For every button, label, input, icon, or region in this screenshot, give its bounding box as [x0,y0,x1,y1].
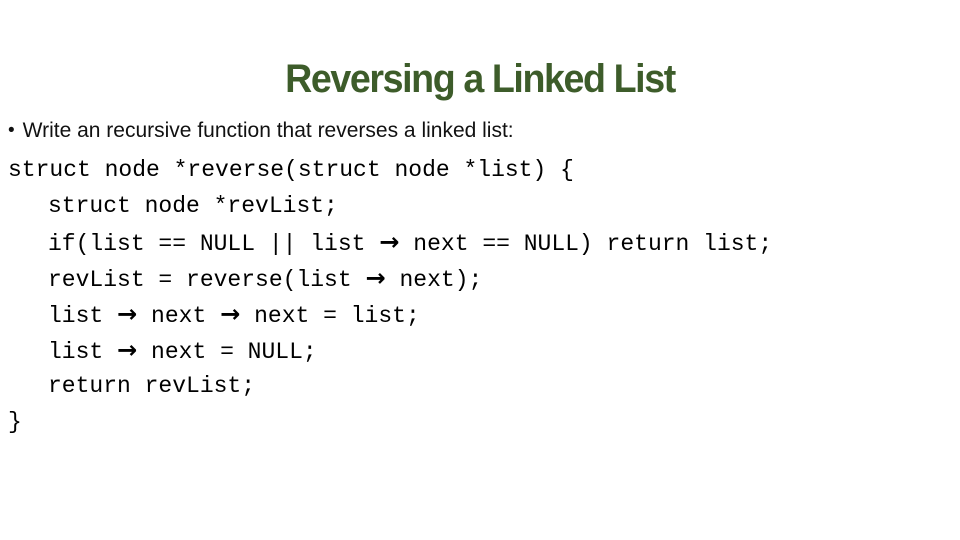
right-arrow-icon: → [379,228,400,256]
code-line: list → next = NULL; [48,336,317,365]
code-line: return revList; [48,373,256,399]
slide-title: Reversing a Linked List [285,57,676,101]
code-line: } [8,409,22,435]
code-line: struct node *revList; [48,193,338,219]
bullet-glyph: • [8,120,15,141]
code-line: struct node *reverse(struct node *list) … [8,157,574,183]
bullet-text: Write an recursive function that reverse… [22,119,514,142]
code-line: revList = reverse(list → next); [48,264,483,293]
code-line: if(list == NULL || list → next == NULL) … [48,228,773,257]
right-arrow-icon: → [220,300,241,328]
right-arrow-icon: → [117,300,138,328]
code-block: struct node *reverse(struct node *list) … [8,152,952,440]
code-line: list → next → next = list; [48,300,420,329]
right-arrow-icon: → [117,336,138,364]
right-arrow-icon: → [365,264,386,292]
bullet-line: • Write an recursive function that revers… [8,119,948,143]
